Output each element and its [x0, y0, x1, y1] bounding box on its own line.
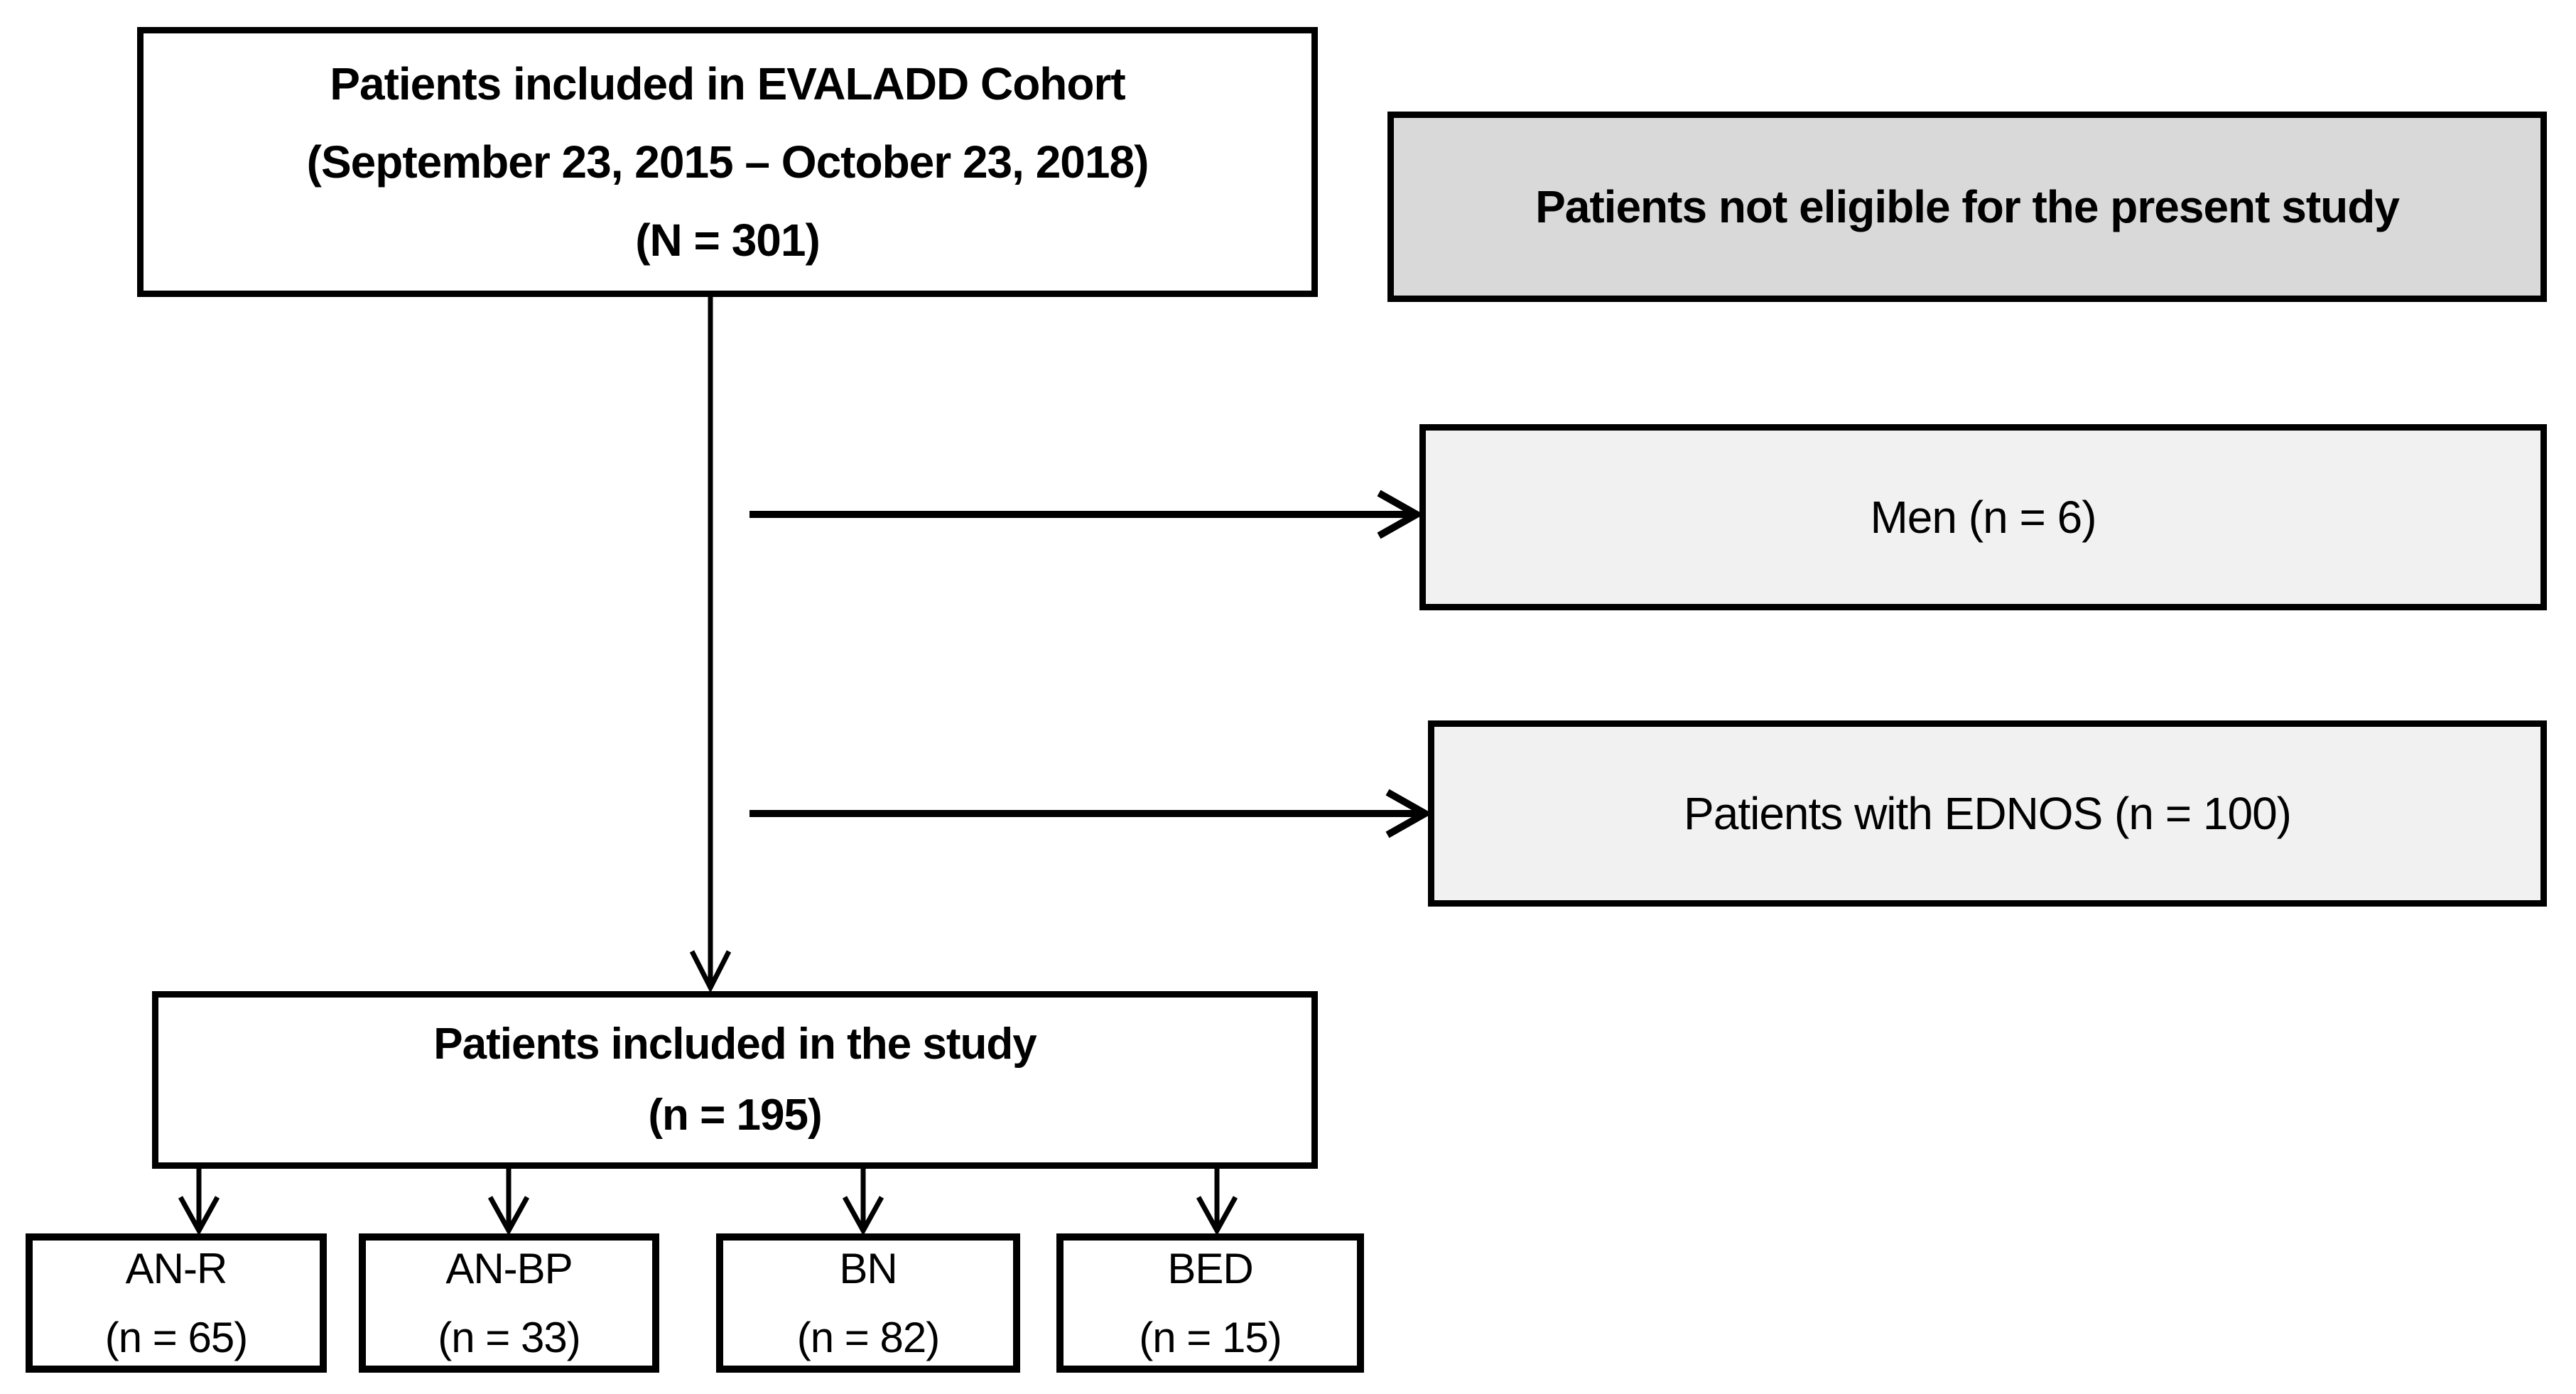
subgroup-anbp-count: (n = 33)	[438, 1314, 580, 1361]
included-in-study-line2: (n = 195)	[648, 1091, 822, 1140]
not-eligible-label: Patients not eligible for the present st…	[1535, 181, 2400, 232]
study-to-bn-arrow	[842, 1169, 884, 1236]
subgroup-bed-count: (n = 15)	[1139, 1314, 1282, 1361]
cohort-box-line3: (N = 301)	[635, 215, 821, 266]
subgroup-anbp-name: AN-BP	[445, 1245, 573, 1292]
subgroup-anr-name: AN-R	[125, 1245, 228, 1292]
cohort-box-line1: Patients included in EVALADD Cohort	[330, 58, 1125, 109]
ednos-exclusion-box: Patients with EDNOS (n = 100)	[1428, 720, 2547, 907]
subgroup-box-bed: BED (n = 15)	[1056, 1233, 1364, 1373]
subgroup-anr-count: (n = 65)	[104, 1314, 248, 1361]
men-exclusion-box: Men (n = 6)	[1419, 424, 2547, 610]
ednos-exclusion-label: Patients with EDNOS (n = 100)	[1684, 788, 2292, 839]
men-exclusion-arrow	[749, 490, 1424, 539]
not-eligible-box: Patients not eligible for the present st…	[1387, 112, 2547, 302]
cohort-to-study-arrow	[689, 297, 732, 993]
subgroup-box-anbp: AN-BP (n = 33)	[359, 1233, 659, 1373]
included-in-study-line1: Patients included in the study	[433, 1020, 1037, 1069]
subgroup-bed-name: BED	[1167, 1245, 1253, 1292]
study-to-anbp-arrow	[487, 1169, 530, 1236]
ednos-exclusion-arrow	[749, 789, 1433, 838]
cohort-box-line2: (September 23, 2015 – October 23, 2018)	[306, 136, 1149, 188]
subgroup-bn-name: BN	[839, 1245, 897, 1292]
men-exclusion-label: Men (n = 6)	[1870, 492, 2096, 543]
included-in-study-box: Patients included in the study (n = 195)	[152, 991, 1318, 1169]
subgroup-bn-count: (n = 82)	[796, 1314, 940, 1361]
cohort-box: Patients included in EVALADD Cohort (Sep…	[137, 27, 1318, 297]
study-to-anr-arrow	[178, 1169, 220, 1236]
subgroup-box-bn: BN (n = 82)	[716, 1233, 1020, 1373]
study-to-bed-arrow	[1196, 1169, 1238, 1236]
subgroup-box-anr: AN-R (n = 65)	[26, 1233, 327, 1373]
